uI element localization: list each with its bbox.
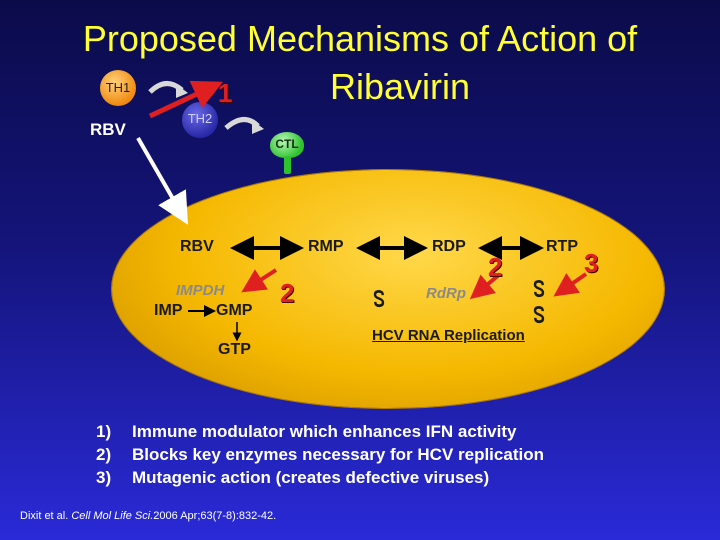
node-rbv: RBV [180,238,214,255]
marker-2b-arrow [469,272,502,300]
node-rtp: RTP [546,238,578,255]
citation: Dixit et al. Cell Mol Life Sci.2006 Apr;… [20,510,277,522]
mechanism-item: 3)Mutagenic action (creates defective vi… [96,468,490,487]
marker-2a: 2 [280,278,295,308]
th1-cell: TH1 [100,70,136,106]
gmp-label: GMP [216,302,253,319]
mechanism-item: 2)Blocks key enzymes necessary for HCV r… [96,445,544,464]
mechanism-item: 1)Immune modulator which enhances IFN ac… [96,422,517,441]
node-rdp: RDP [432,238,466,255]
ctl-stem [284,156,291,174]
rna-squiggle-3: ᔕ [529,305,552,324]
rna-squiggle-2: ᔕ [529,279,552,298]
marker-1-arrow [148,80,224,119]
gtp-label: GTP [218,341,251,358]
rdrp-label: RdRp [426,285,466,302]
rbv-entry-arrow [136,137,188,225]
marker-3: 3 [584,248,599,278]
marker-2b: 2 [488,252,503,282]
hcv-replication-label: HCV RNA Replication [372,327,525,344]
mechanisms-list: 1)Immune modulator which enhances IFN ac… [96,420,544,489]
node-rmp: RMP [308,238,344,255]
slide-title-line1: Proposed Mechanisms of Action of [82,18,638,59]
marker-3-arrow [553,272,588,297]
impdh-label: IMPDH [176,282,225,299]
rna-squiggle-1: ᔕ [369,289,392,308]
marker-2a-arrow [241,268,278,293]
rbv-label-outside: RBV [90,120,126,139]
ctl-cell: CTL [270,132,304,158]
imp-label: IMP [154,302,183,319]
slide-title-line2: Ribavirin [329,66,471,107]
